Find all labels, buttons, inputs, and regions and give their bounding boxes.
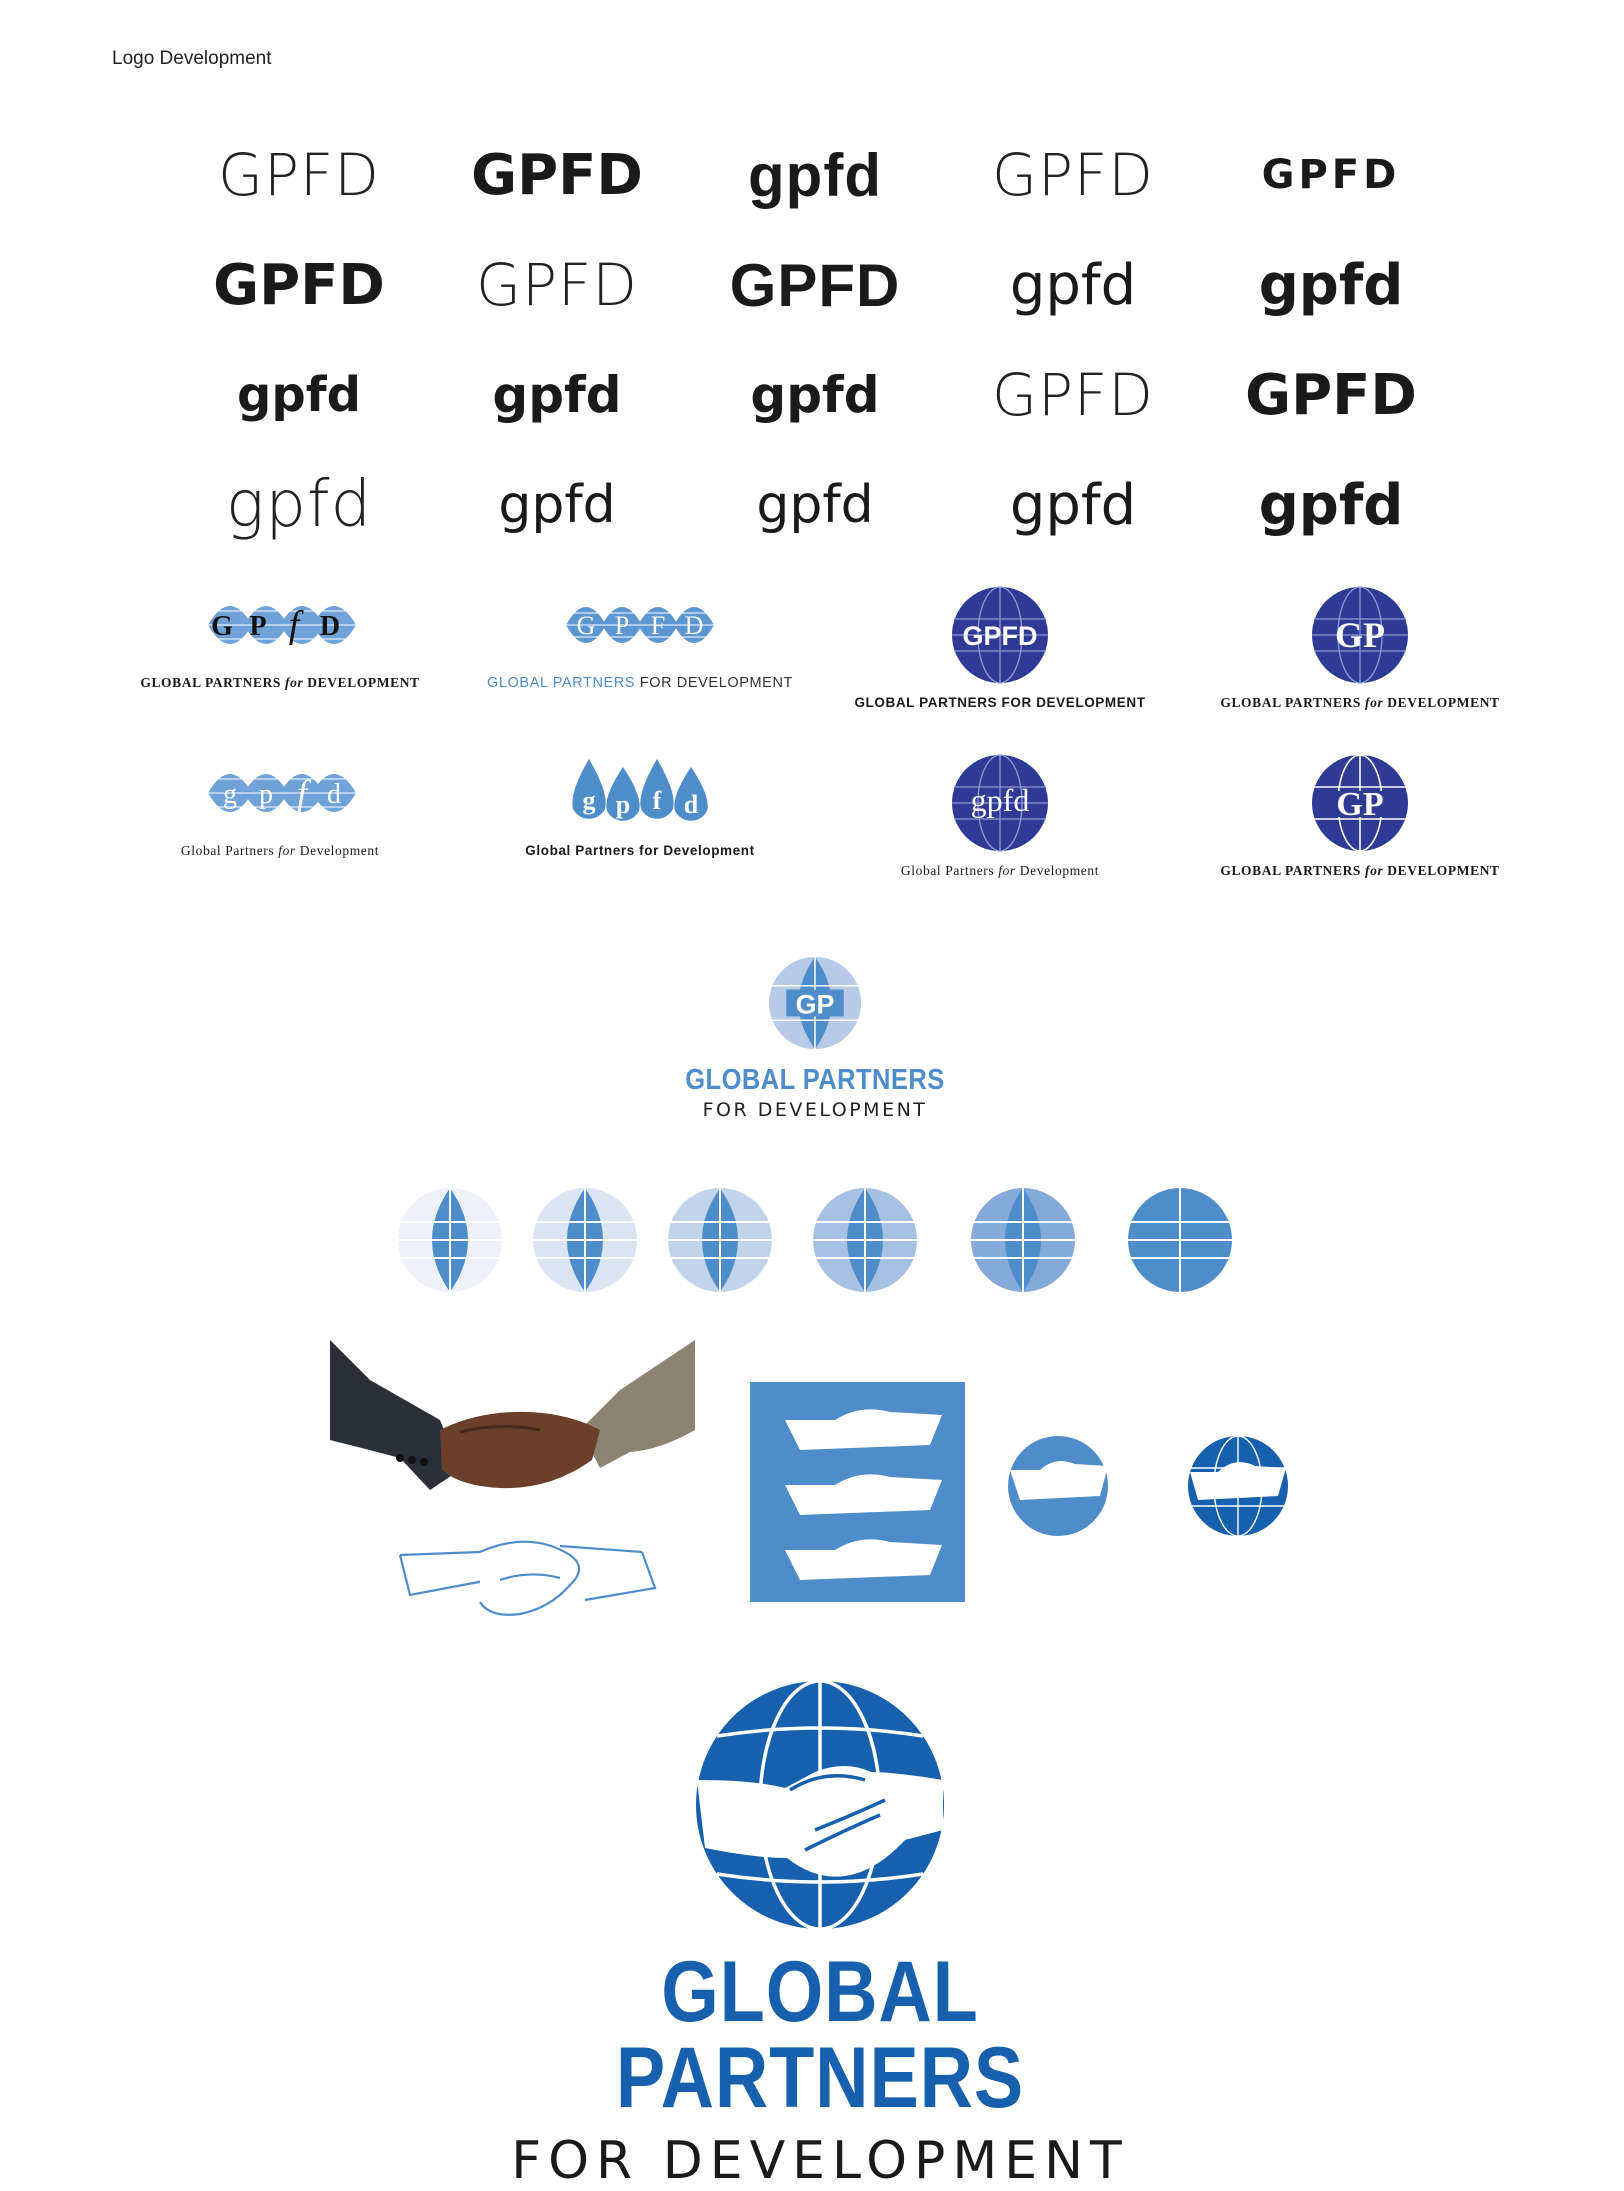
leaf-letters-logo: g p f d [200,773,360,813]
handshake-photo [330,1340,695,1490]
svg-text:p: p [259,779,273,810]
wordmark: gpfd [750,366,880,424]
globe-icon [667,1187,773,1293]
wordmark: gpfd [1258,472,1404,538]
svg-text:P: P [249,611,266,642]
wordmark: GPFD [729,251,901,319]
wordmark: gpfd [237,367,361,423]
svg-text:F: F [651,611,665,640]
logo-variant: G P F D GLOBAL PARTNERS FOR DEVELOPMENT [460,585,820,753]
svg-text:g: g [583,786,596,815]
svg-text:d: d [684,790,699,819]
svg-text:GP: GP [1336,786,1383,823]
svg-text:p: p [616,790,630,819]
svg-text:GP: GP [1335,615,1385,655]
wordmark: GPFD [213,252,385,318]
wordmark: gpfd [498,475,616,535]
tagline: Global Partners for Development [900,862,1100,878]
wordmark: GPFD [1245,362,1417,428]
tagline: GLOBAL PARTNERS FOR DEVELOPMENT [487,675,793,691]
wordmark: gpfd [492,366,622,424]
svg-text:G: G [211,611,233,642]
logo-variants: G P f D GLOBAL PARTNERS for DEVELOPMENT … [100,585,1540,920]
globe-icon [1127,1187,1233,1293]
tagline: Global Partners for Development [180,842,380,858]
globe-icon [397,1187,503,1293]
svg-text:d: d [327,779,341,810]
wordmark: GPFD [1261,152,1401,198]
handshake-globe-icon [1188,1435,1288,1537]
wordmark: GPFD [471,142,643,208]
final-logo: GLOBAL PARTNERS FOR DEVELOPMENT [430,1679,1210,2191]
logo-variant: GP GLOBAL PARTNERS for DEVELOPMENT [1180,585,1540,753]
svg-text:P: P [615,611,629,640]
leaf-letters-logo: G P F D [560,607,720,643]
svg-text:D: D [320,611,340,642]
handshake-globe-icon [696,1679,944,1931]
globe-icon [970,1187,1076,1293]
wordmark: GPFD [992,361,1154,429]
page-title: Logo Development [112,48,272,69]
mid-title: GLOBAL PARTNERS [685,1064,945,1096]
logo-variant: GPFD GLOBAL PARTNERS FOR DEVELOPMENT [820,585,1180,753]
leaf-letters-logo: G P f D [200,604,360,646]
svg-text:g: g [223,779,237,810]
wordmark: GPFD [476,251,638,319]
logo-variant: g p f d Global Partners for Development [100,753,460,921]
final-subtitle: FOR DEVELOPMENT [511,2131,1129,2191]
final-title: GLOBAL PARTNERS [615,1944,1025,2126]
wordmark: gpfd [225,468,373,542]
wordmark: GPFD [218,141,380,209]
gp-globe-icon: GP [768,956,862,1050]
svg-text:GPFD: GPFD [962,621,1037,651]
handshake-studies [330,1340,1288,1616]
wordmark: GPFD [992,141,1154,209]
logo-variant: g p f d Global Partners for Development [460,753,820,921]
droplet-letters-logo: g p f d [572,758,708,821]
wordmark: gpfd [1009,252,1137,318]
logo-variant: gpfd Global Partners for Development [820,753,1180,921]
svg-text:GP: GP [796,990,835,1020]
wordmark: gpfd [756,475,874,535]
globe-logo: GPFD [952,586,1048,684]
wordmark: gpfd [1258,252,1404,318]
tagline: GLOBAL PARTNERS for DEVELOPMENT [1220,695,1500,710]
svg-text:D: D [685,611,704,640]
handshake-outline-icon [398,1540,657,1616]
tagline: GLOBAL PARTNERS for DEVELOPMENT [140,675,420,690]
svg-text:f: f [653,786,662,815]
wordmark: gpfd [748,141,882,209]
globe-icon [532,1187,638,1293]
wordmark-grid: GPFD GPFD gpfd GPFD GPFD GPFD GPFD GPFD … [170,120,1460,560]
tagline: Global Partners for Development [525,842,755,858]
gp-globe-mark: GP GLOBAL PARTNERS FOR DEVELOPMENT [640,955,990,1121]
logo-variant: G P f D GLOBAL PARTNERS for DEVELOPMENT [100,585,460,753]
svg-text:gpfd: gpfd [971,782,1030,818]
mid-subtitle: FOR DEVELOPMENT [702,1099,928,1121]
wordmark: gpfd [1009,472,1137,538]
globe-logo: GP [1312,753,1408,852]
globe-logo: gpfd [952,753,1048,852]
globe-logo: GP [1312,586,1408,684]
logo-variant: GP GLOBAL PARTNERS for DEVELOPMENT [1180,753,1540,921]
globe-icon [812,1187,918,1293]
globe-progression [397,1187,1233,1293]
tagline: GLOBAL PARTNERS for DEVELOPMENT [1220,862,1500,878]
handshake-circle-icon [1008,1436,1108,1536]
svg-text:G: G [577,611,596,640]
handshake-square-icon [750,1382,965,1602]
tagline: GLOBAL PARTNERS FOR DEVELOPMENT [854,695,1146,710]
